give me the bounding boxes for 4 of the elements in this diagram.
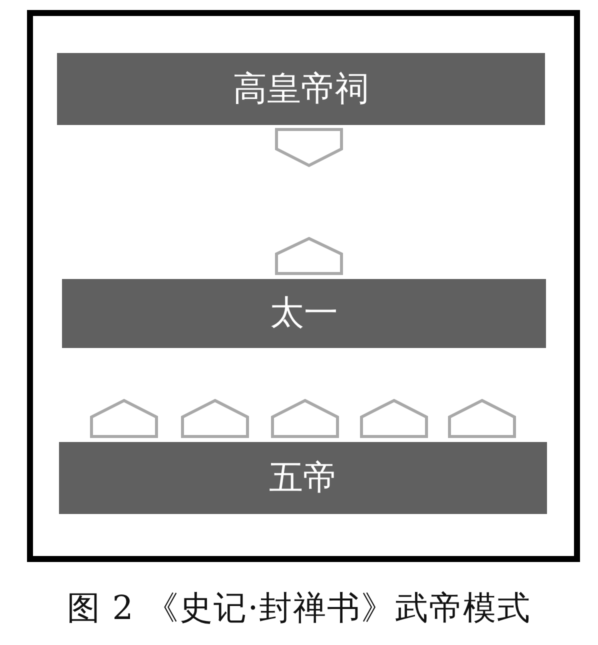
text-bar: 五帝 bbox=[59, 442, 547, 514]
figure-caption: 图 2 《史记·封禅书》武帝模式 bbox=[66, 587, 532, 629]
text-bar: 高皇帝祠 bbox=[57, 53, 545, 125]
text-bar: 太一 bbox=[62, 279, 546, 348]
